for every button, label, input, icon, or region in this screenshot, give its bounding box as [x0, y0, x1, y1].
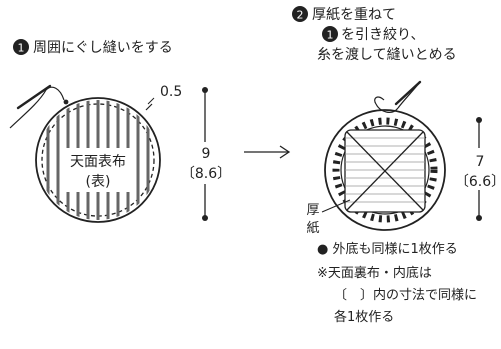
note-inner-dimension: 〔 〕内の寸法で同様に	[334, 287, 477, 303]
step2-ref-circle: 1	[322, 26, 338, 42]
seam-allowance-label: 0.5	[160, 84, 182, 100]
cardboard-leader	[321, 199, 351, 213]
step1-instruction: 周囲にぐし縫いをする	[33, 40, 173, 56]
note-outer-bottom: ● 外底も同様に1枚作る	[317, 241, 458, 257]
step1-number: 1	[18, 42, 25, 55]
step2-ref-number: 1	[327, 29, 334, 42]
fabric-side-label: (表)	[86, 174, 111, 190]
step2-diameter: 7	[476, 154, 485, 170]
step1-diameter-inner: 〔8.6〕	[181, 166, 231, 182]
arrow-right-icon	[244, 145, 291, 159]
cardboard-shading	[345, 137, 425, 203]
step2-instruction-line1: 厚紙を重ねて	[312, 7, 396, 23]
step2-instruction-line3: 糸を渡して縫いとめる	[317, 47, 457, 63]
step2-number: 2	[297, 9, 304, 22]
gathered-ruffle	[332, 117, 438, 223]
step1-number-circle: 1	[13, 39, 29, 55]
cardboard-label-line2: 紙	[306, 221, 319, 236]
gathered-fabric-circle	[324, 109, 446, 231]
note-lining: ※天面裏布・内底は	[317, 265, 432, 281]
needle-icon-step2	[374, 80, 422, 113]
step2-diameter-inner: 〔6.6〕	[455, 174, 501, 190]
cardboard-label-line1: 厚	[306, 203, 319, 218]
cross-thread-b	[346, 131, 424, 211]
step2-dimension-bar	[460, 117, 500, 221]
seam-allowance-leader	[147, 97, 155, 105]
step2-number-circle: 2	[292, 6, 308, 22]
fabric-label: 天面表布	[70, 154, 126, 170]
step1-dimension-bar	[190, 87, 226, 221]
needle-icon	[9, 84, 69, 129]
note-make-one-each: 各1枚作る	[334, 309, 394, 325]
step1-diameter: 9	[202, 146, 211, 162]
step2-instruction-line2: を引き絞り、	[341, 27, 424, 43]
fabric-label-backdrop	[60, 148, 136, 192]
fabric-outer-circle	[35, 97, 161, 223]
